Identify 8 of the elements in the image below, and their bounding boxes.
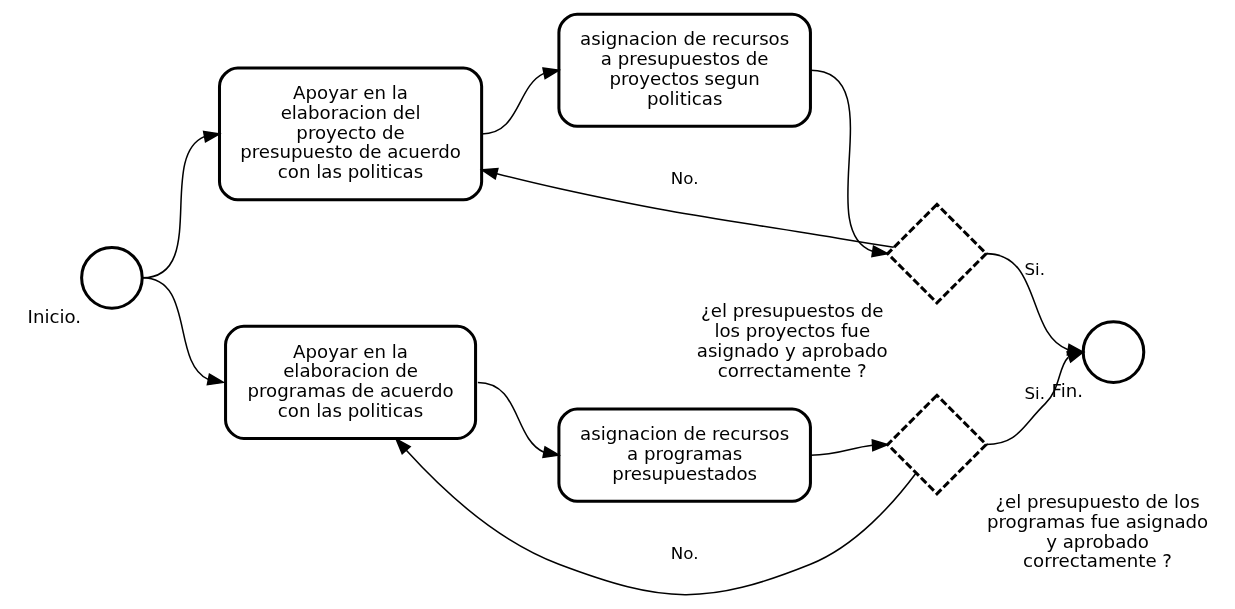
edge-label: No.: [670, 168, 698, 188]
node-label: Fin.: [1051, 379, 1083, 401]
edge-label: Si.: [1023, 259, 1045, 279]
node-label: ¿el presupuestos de los proyectos fue asignado y aprobado correctamente ?: [696, 300, 888, 381]
node-label: Inicio.: [27, 305, 81, 327]
edge-label: Si.: [1023, 383, 1045, 403]
edge-label: No.: [670, 544, 698, 564]
node-label: ¿el presupuesto de los programas fue asignado y aprobado correctamente ?: [986, 491, 1208, 572]
